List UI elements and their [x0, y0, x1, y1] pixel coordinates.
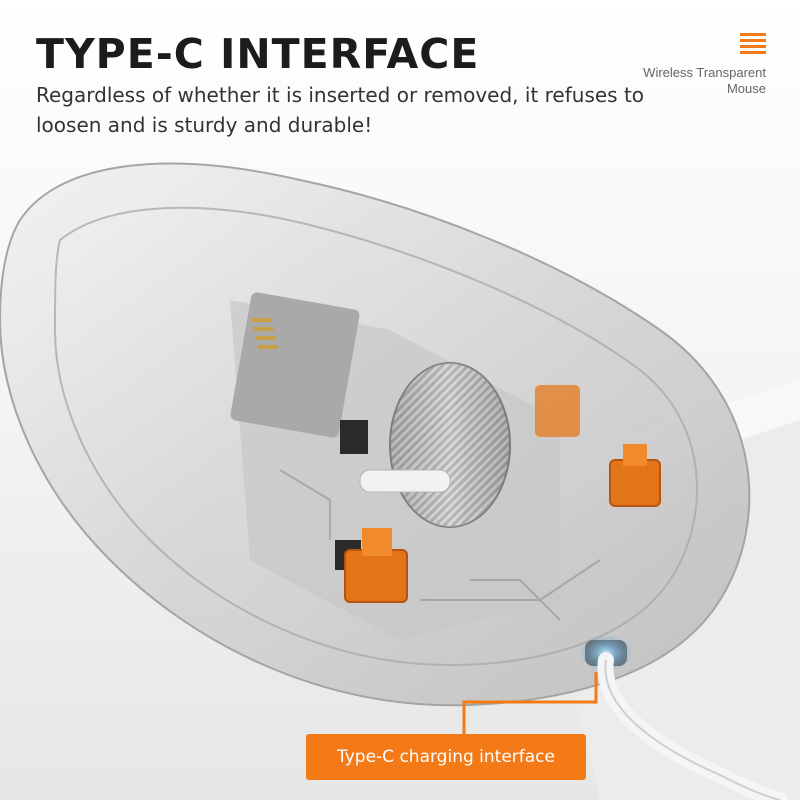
- page-subtitle: Regardless of whether it is inserted or …: [36, 83, 645, 137]
- charging-cable-edge: [604, 659, 781, 800]
- mouse-inner-edge: [53, 206, 698, 667]
- battery-contacts: [252, 318, 278, 349]
- brand-line-2: Mouse: [726, 81, 766, 96]
- left-click-switch-top: [362, 528, 392, 556]
- menu-icon: [740, 33, 766, 54]
- page-title: TYPE-C INTERFACE: [36, 30, 480, 78]
- type-c-callout-label: Type-C charging interface: [306, 734, 586, 780]
- right-click-switch-top: [623, 444, 647, 466]
- callout-connector: [462, 672, 598, 736]
- battery-block: [230, 292, 360, 438]
- brand-block: Wireless Transparent Mouse: [586, 32, 766, 97]
- left-click-switch: [344, 549, 408, 603]
- scroll-wheel-shine: [390, 363, 510, 527]
- micro-switch-black: [340, 420, 368, 454]
- circuit-traces: [279, 469, 601, 621]
- wheel-axle: [359, 469, 451, 493]
- right-click-switch: [609, 459, 661, 507]
- side-switch: [535, 385, 580, 437]
- brand-line-1: Wireless Transparent: [643, 65, 766, 80]
- mouse: [0, 162, 751, 707]
